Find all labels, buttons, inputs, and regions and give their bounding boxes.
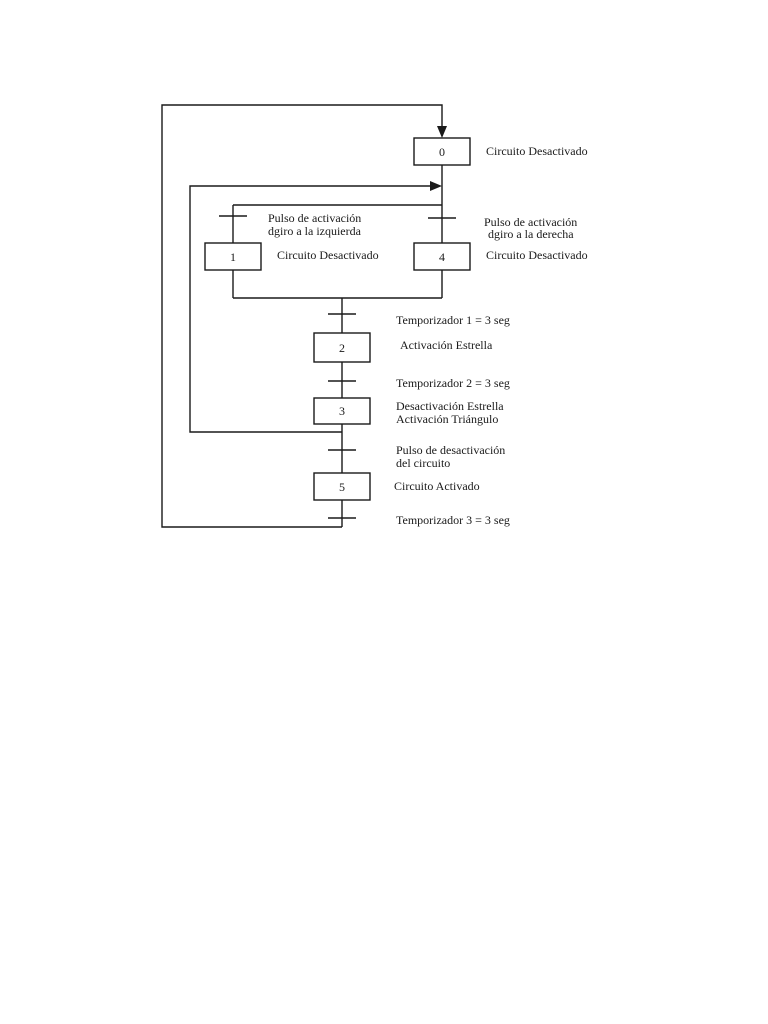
step-5-description: Circuito Activado <box>394 479 480 493</box>
step-1-box <box>204 242 262 271</box>
step-1-description: Circuito Desactivado <box>277 248 379 262</box>
transition-timer2-label: Temporizador 2 = 3 seg <box>396 376 510 390</box>
step-2-number: 2 <box>339 341 345 355</box>
transition-deact-label-1: Pulso de desactivación <box>396 443 505 457</box>
transition-deact-label-2: del circuito <box>396 456 450 470</box>
transition-timer1-label: Temporizador 1 = 3 seg <box>396 313 510 327</box>
inner-loop-arrowhead <box>430 181 442 191</box>
step-4-number: 4 <box>439 250 445 264</box>
step-0-description: Circuito Desactivado <box>486 144 588 158</box>
step-2-box <box>313 332 371 363</box>
outer-loop-arrowhead <box>437 126 447 138</box>
step-1-number: 1 <box>230 250 236 264</box>
step-2-description: Activación Estrella <box>400 338 493 352</box>
step-3-description-2: Activación Triángulo <box>396 412 498 426</box>
transition-left-label-2: dgiro a la izquierda <box>268 224 362 238</box>
transition-right-label-1: Pulso de activación <box>484 215 577 229</box>
transition-timer3-label: Temporizador 3 = 3 seg <box>396 513 510 527</box>
step-3-number: 3 <box>339 404 345 418</box>
transition-left-label-1: Pulso de activación <box>268 211 361 225</box>
step-5-number: 5 <box>339 480 345 494</box>
step-4-box <box>413 242 471 271</box>
step-4-description: Circuito Desactivado <box>486 248 588 262</box>
step-0-number: 0 <box>439 145 445 159</box>
inner-return-loop <box>189 185 432 433</box>
step-3-description-1: Desactivación Estrella <box>396 399 504 413</box>
transition-right-label-2: dgiro a la derecha <box>488 227 574 241</box>
outer-return-loop <box>161 104 443 528</box>
step-3-box <box>313 397 371 425</box>
